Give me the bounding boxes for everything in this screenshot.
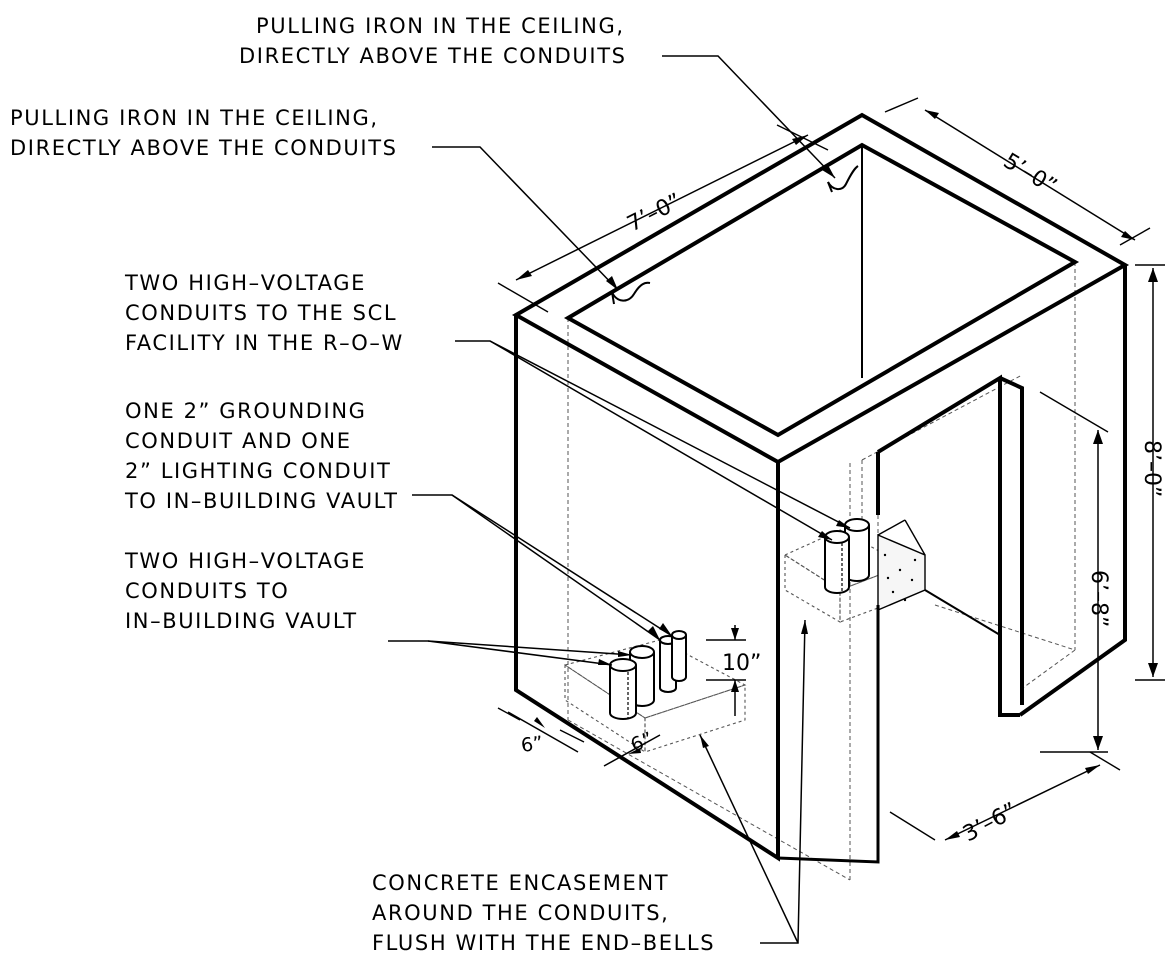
pulling-iron-front (611, 281, 651, 305)
label-line: CONCRETE ENCASEMENT (372, 871, 669, 895)
pulling-iron-back (827, 165, 859, 193)
label-line: CONDUITS TO THE SCL (125, 301, 397, 325)
label-line: FACILITY IN THE R–O–W (125, 331, 404, 355)
dimension-labels: 7’–0” 5’–0” 8’–0” 6’–8” 3’–6” 10” 6” 6” (520, 149, 1164, 848)
dimension-lines (497, 97, 1165, 841)
label-line: ONE 2” GROUNDING (125, 399, 367, 423)
dim-offset-a: 6” (520, 732, 545, 757)
dim-opening-height: 6’–8” (1086, 570, 1111, 627)
label-line: CONDUITS TO (125, 579, 289, 603)
dim-opening-width: 3’–6” (959, 798, 1021, 847)
dim-height: 8’–0” (1139, 440, 1164, 497)
label-line: TWO HIGH–VOLTAGE (124, 271, 366, 295)
encasement-stub-back (877, 519, 926, 612)
label-line: IN–BUILDING VAULT (125, 609, 358, 633)
label-line: TWO HIGH–VOLTAGE (124, 549, 366, 573)
label-line: PULLING IRON IN THE CEILING, (256, 14, 625, 38)
label-line: TO IN–BUILDING VAULT (124, 489, 399, 513)
label-line: PULLING IRON IN THE CEILING, (10, 106, 379, 130)
leader-lines (388, 55, 851, 944)
conduits-vault (609, 630, 687, 720)
label-line: DIRECTLY ABOVE THE CONDUITS (239, 44, 627, 68)
label-line: CONDUIT AND ONE (125, 429, 352, 453)
label-hv-conduits-vault: TWO HIGH–VOLTAGE CONDUITS TO IN–BUILDING… (124, 549, 366, 633)
dim-encasement-depth: 10” (722, 651, 761, 676)
label-grounding-lighting: ONE 2” GROUNDING CONDUIT AND ONE 2” LIGH… (124, 399, 399, 513)
label-line: DIRECTLY ABOVE THE CONDUITS (10, 136, 398, 160)
label-line: AROUND THE CONDUITS, (372, 901, 669, 925)
dim-length: 7’–0” (623, 189, 685, 237)
label-encasement: CONCRETE ENCASEMENT AROUND THE CONDUITS,… (372, 871, 715, 955)
vault-structure (511, 112, 1130, 864)
label-line: 2” LIGHTING CONDUIT (125, 459, 391, 483)
dim-width: 5’–0” (999, 149, 1061, 200)
label-hv-conduits-scl: TWO HIGH–VOLTAGE CONDUITS TO THE SCL FAC… (124, 271, 404, 355)
label-line: FLUSH WITH THE END–BELLS (372, 931, 715, 955)
label-pulling-iron-front: PULLING IRON IN THE CEILING, DIRECTLY AB… (10, 106, 398, 160)
label-pulling-iron-back: PULLING IRON IN THE CEILING, DIRECTLY AB… (239, 14, 627, 68)
